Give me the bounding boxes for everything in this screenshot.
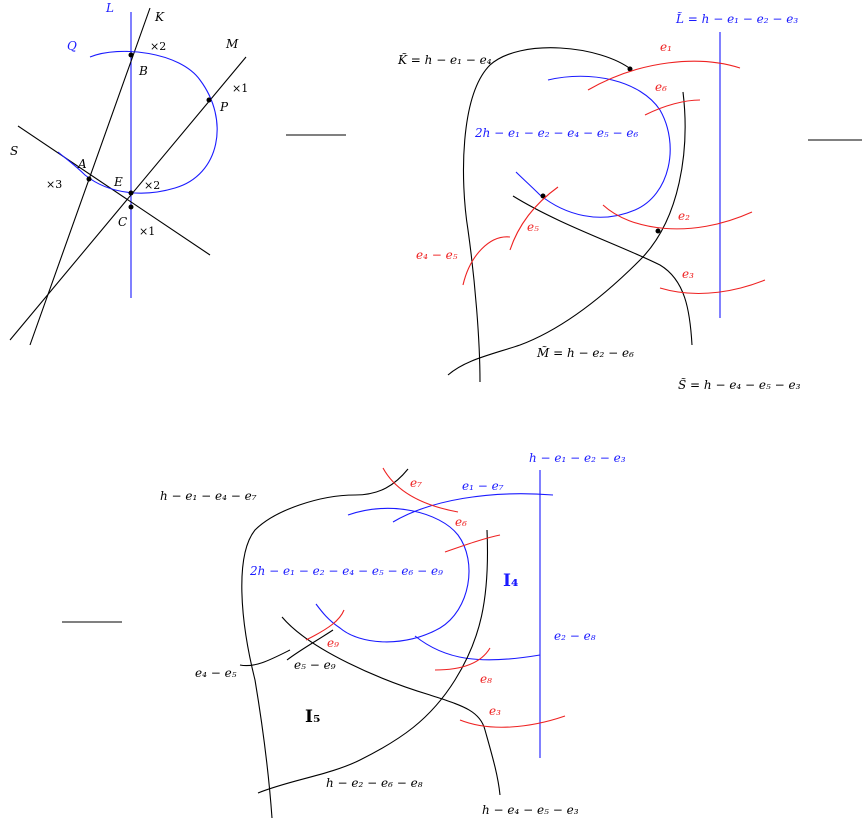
label-e3: e₃ (489, 704, 501, 718)
point-A (86, 176, 92, 182)
exc-e5 (509, 186, 559, 251)
label-e4-e5: e₄ − e₅ (416, 248, 458, 262)
label-e7: e₇ (410, 476, 422, 490)
label-P: P (219, 100, 229, 114)
label-K: K (154, 10, 165, 24)
curve-Q-tilde (515, 75, 671, 218)
label-M-tilde: M̃ = h − e₂ − e₆ (536, 345, 634, 360)
mult-E: ×2 (144, 179, 160, 192)
point-e1 (627, 66, 633, 72)
line-S (17, 125, 211, 256)
label-L-tilde: L̃ = h − e₁ − e₂ − e₃ (675, 11, 798, 26)
label-Q-tilde: 2h − e₁ − e₂ − e₄ − e₅ − e₆ (474, 126, 639, 140)
curve-K-tilde (462, 47, 633, 383)
exc-e6 (644, 99, 701, 116)
label-e3: e₃ (682, 267, 694, 281)
label-e9: e₉ (327, 636, 339, 650)
exc-e2 (602, 204, 753, 230)
label-C: C (118, 215, 127, 229)
exc-e9 (305, 609, 345, 641)
point-e5 (540, 193, 546, 199)
label-Q: 2h − e₁ − e₂ − e₄ − e₅ − e₆ − e₉ (249, 564, 443, 578)
label-E: E (113, 175, 123, 189)
points (86, 52, 212, 210)
label-e6: e₆ (455, 515, 467, 529)
curve-Q (315, 507, 470, 643)
point-P (206, 97, 212, 103)
label-e1: e₁ (660, 40, 672, 54)
mult-A: ×3 (46, 178, 62, 191)
label-S-tilde: S̃ = h − e₄ − e₅ − e₃ (678, 377, 801, 392)
mult-B: ×2 (150, 40, 166, 53)
label-B: B (138, 64, 148, 78)
line-K (29, 7, 151, 346)
exc-e4-e5 (462, 236, 511, 286)
label-S: h − e₄ − e₅ − e₃ (482, 803, 579, 817)
curve-e2-e8 (414, 635, 541, 661)
label-Q: Q (67, 39, 77, 53)
point-e2 (655, 228, 661, 234)
exc-e1 (587, 60, 741, 91)
label-e2: e₂ (678, 209, 690, 223)
label-I5: I₅ (305, 707, 320, 727)
label-K-tilde: K̃ = h − e₁ − e₄ (397, 52, 492, 67)
exc-e3-p3 (459, 715, 566, 728)
curve-K (241, 468, 409, 819)
label-M: M (225, 37, 239, 51)
exc-e7 (382, 467, 459, 513)
point-E (128, 190, 134, 196)
panel-first-blowup: K̃ = h − e₁ − e₄ L̃ = h − e₁ − e₂ − e₃ 2… (397, 11, 801, 392)
curve-e1-e7 (392, 493, 554, 523)
label-I4: I₄ (503, 571, 518, 591)
label-K: h − e₁ − e₄ − e₇ (160, 489, 257, 503)
label-e5-e9: e₅ − e₉ (294, 658, 336, 672)
curve-M (257, 529, 489, 794)
mult-C: ×1 (139, 225, 155, 238)
curve-M-tilde (447, 91, 686, 376)
label-e2-e8: e₂ − e₈ (554, 629, 596, 643)
label-e1-e7: e₁ − e₇ (462, 479, 504, 493)
label-e6: e₆ (655, 80, 667, 94)
line-M (9, 56, 247, 341)
label-L: L (105, 1, 114, 15)
label-M: h − e₂ − e₆ − e₈ (326, 776, 423, 790)
exc-e8 (434, 647, 491, 671)
panel-second-blowup: h − e₁ − e₄ − e₇ h − e₁ − e₂ − e₃ e₁ − e… (160, 451, 626, 819)
panel-configuration: L K Q M S B P A E C ×2 ×1 ×3 ×2 ×1 (9, 1, 248, 346)
exc-e3 (659, 279, 766, 294)
label-A: A (77, 157, 87, 171)
label-e4-e5: e₄ − e₅ (195, 666, 237, 680)
label-e5: e₅ (527, 220, 539, 234)
conic-Q (57, 50, 218, 194)
point-B (128, 52, 134, 58)
label-e8: e₈ (480, 672, 492, 686)
exc-e6-p3 (444, 534, 501, 553)
point-C (128, 204, 134, 210)
curve-S-tilde (512, 195, 693, 346)
mult-P: ×1 (232, 82, 248, 95)
curve-e4-e5 (239, 649, 291, 667)
curve-S (281, 616, 501, 796)
label-S: S (10, 144, 18, 158)
curve-e5-e9 (286, 629, 334, 661)
label-L: h − e₁ − e₂ − e₃ (529, 451, 626, 465)
